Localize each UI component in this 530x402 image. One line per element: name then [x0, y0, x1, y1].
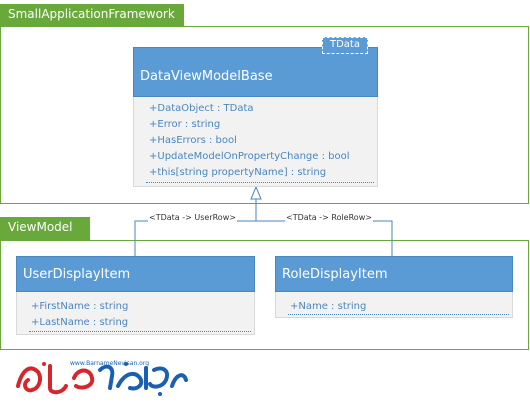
package-name: ViewModel	[8, 220, 73, 234]
class-body-userdisplayitem: +FirstName : string +LastName : string	[16, 292, 255, 335]
class-body-roledisplayitem: +Name : string	[275, 292, 513, 318]
package-tab-framework: SmallApplicationFramework	[0, 4, 184, 26]
member-firstname: +FirstName : string	[31, 301, 129, 312]
class-name: UserDisplayItem	[23, 267, 131, 282]
class-name: RoleDisplayItem	[282, 267, 388, 282]
package-name: SmallApplicationFramework	[8, 7, 175, 21]
class-header-dataviewmodelbase[interactable]: TData DataViewModelBase	[133, 37, 378, 97]
member-indexer: +this[string propertyName] : string	[149, 167, 327, 178]
logo-url: www.BarnameNevisan.org	[70, 360, 149, 367]
class-header-userdisplayitem[interactable]: UserDisplayItem	[16, 256, 255, 292]
member-dataobject: +DataObject : TData	[149, 103, 254, 114]
binding-label-rolerow: <TData -> RoleRow>	[285, 213, 373, 223]
member-name: +Name : string	[290, 301, 367, 312]
class-divider	[146, 182, 374, 183]
class-divider	[288, 314, 509, 315]
type-parameter: TData	[330, 39, 360, 50]
class-body-dataviewmodelbase: +DataObject : TData +Error : string +Has…	[133, 97, 378, 187]
class-header-roledisplayitem[interactable]: RoleDisplayItem	[275, 256, 513, 292]
member-lastname: +LastName : string	[31, 317, 129, 328]
package-tab-viewmodel: ViewModel	[0, 217, 90, 240]
member-haserrors: +HasErrors : bool	[149, 135, 237, 146]
site-logo[interactable]: www.BarnameNevisan.org	[14, 356, 190, 398]
member-error: +Error : string	[149, 119, 221, 130]
class-divider	[29, 331, 251, 332]
logo-calligraphy-icon	[16, 362, 188, 396]
type-parameter-box: TData	[322, 37, 368, 54]
class-name: DataViewModelBase	[140, 69, 273, 84]
binding-label-userrow: <TData -> UserRow>	[148, 213, 237, 223]
member-updatemodelonpropertychange: +UpdateModelOnPropertyChange : bool	[149, 151, 350, 162]
